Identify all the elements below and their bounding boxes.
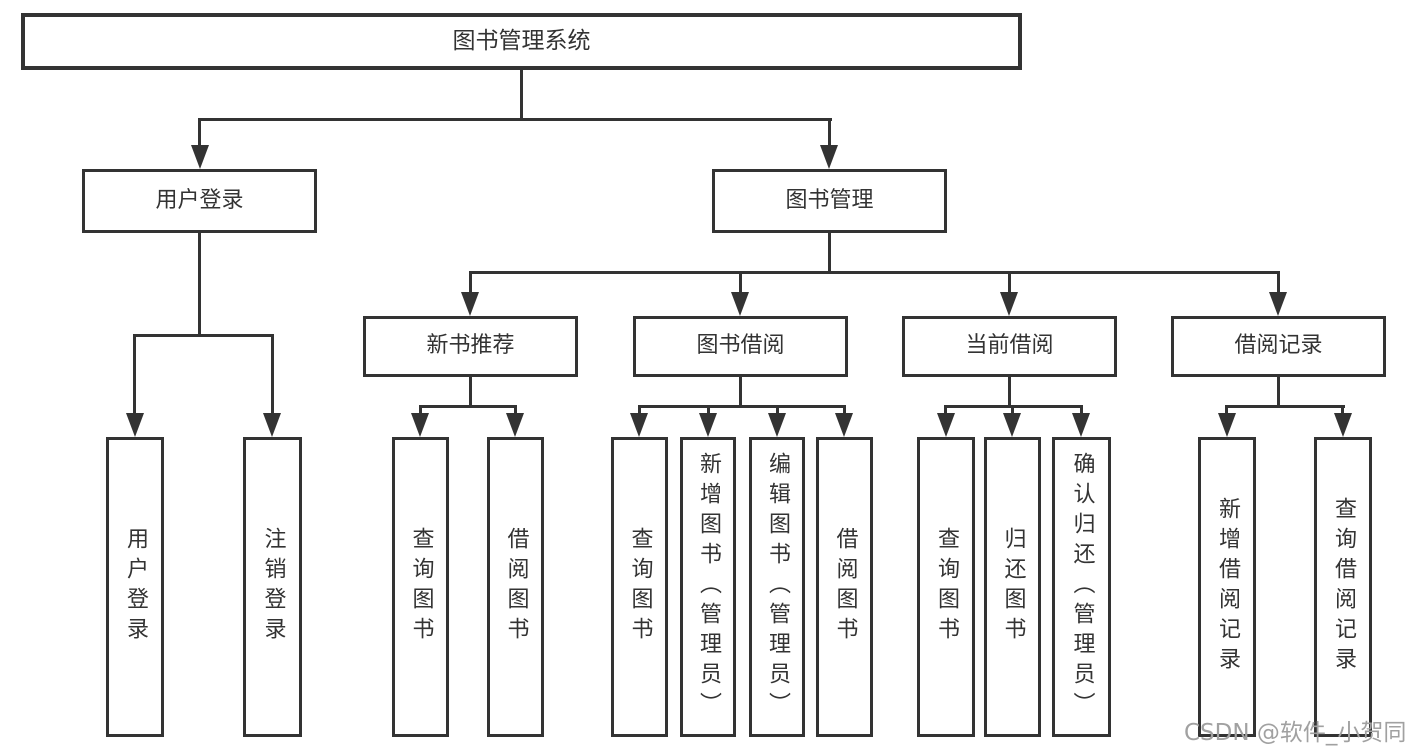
- arrow-down-icon: [191, 145, 209, 169]
- arrow-down-icon: [1000, 292, 1018, 316]
- arrow-down-icon: [506, 413, 524, 437]
- arrow-down-icon: [937, 413, 955, 437]
- connector-line: [739, 377, 742, 406]
- connector-line: [1225, 406, 1228, 415]
- connector-line: [198, 118, 832, 121]
- leaf-edit-books-admin: 编辑图书（管理员）: [749, 437, 805, 737]
- arrow-down-icon: [1218, 413, 1236, 437]
- connector-line: [739, 272, 742, 294]
- connector-line: [469, 377, 472, 406]
- arrow-down-icon: [699, 413, 717, 437]
- leaf-logout: 注销登录: [243, 437, 302, 737]
- connector-line: [198, 119, 201, 148]
- arrow-down-icon: [835, 413, 853, 437]
- leaf-query-books-recommend: 查询图书: [392, 437, 449, 737]
- arrow-down-icon: [1334, 413, 1352, 437]
- connector-line: [469, 271, 1280, 274]
- connector-line: [1277, 272, 1280, 294]
- arrow-down-icon: [411, 413, 429, 437]
- leaf-borrow-books-recommend: 借阅图书: [487, 437, 544, 737]
- leaf-add-borrow-record: 新增借阅记录: [1198, 437, 1256, 737]
- arrow-down-icon: [820, 145, 838, 169]
- arrow-down-icon: [1003, 413, 1021, 437]
- connector-line: [1080, 406, 1083, 415]
- arrow-down-icon: [731, 292, 749, 316]
- arrow-down-icon: [126, 413, 144, 437]
- connector-line: [520, 69, 523, 120]
- node-book-management: 图书管理: [712, 169, 947, 233]
- csdn-watermark: CSDN @软件_小贺同学: [1184, 720, 1405, 746]
- connector-line: [1225, 405, 1345, 408]
- connector-line: [271, 335, 274, 415]
- arrow-down-icon: [461, 292, 479, 316]
- connector-line: [419, 405, 517, 408]
- leaf-add-books-admin: 新增图书（管理员）: [680, 437, 736, 737]
- leaf-query-borrow-record: 查询借阅记录: [1314, 437, 1372, 737]
- node-new-book-recommend: 新书推荐: [363, 316, 578, 377]
- connector-line: [707, 406, 710, 415]
- connector-line: [638, 405, 846, 408]
- leaf-borrow-books-borrowing: 借阅图书: [816, 437, 873, 737]
- arrow-down-icon: [1269, 292, 1287, 316]
- connector-line: [776, 406, 779, 415]
- leaf-return-books: 归还图书: [984, 437, 1041, 737]
- connector-line: [1011, 406, 1014, 415]
- connector-line: [1008, 272, 1011, 294]
- arrow-down-icon: [263, 413, 281, 437]
- node-current-borrowing: 当前借阅: [902, 316, 1117, 377]
- leaf-query-books-borrowing: 查询图书: [611, 437, 668, 737]
- connector-line: [469, 272, 472, 294]
- leaf-user-login: 用户登录: [106, 437, 164, 737]
- connector-line: [1277, 377, 1280, 406]
- connector-line: [133, 334, 274, 337]
- connector-line: [638, 406, 641, 415]
- connector-line: [198, 233, 201, 336]
- arrow-down-icon: [768, 413, 786, 437]
- leaf-confirm-return-admin: 确认归还（管理员）: [1052, 437, 1111, 737]
- arrow-down-icon: [1072, 413, 1090, 437]
- node-borrowing-records: 借阅记录: [1171, 316, 1386, 377]
- connector-line: [133, 335, 136, 415]
- connector-line: [828, 119, 831, 148]
- connector-line: [944, 406, 947, 415]
- node-book-borrowing: 图书借阅: [633, 316, 848, 377]
- connector-line: [828, 233, 831, 273]
- connector-line: [1341, 406, 1344, 415]
- node-user-login: 用户登录: [82, 169, 317, 233]
- connector-line: [514, 406, 517, 415]
- connector-line: [419, 406, 422, 415]
- connector-line: [843, 406, 846, 415]
- connector-line: [1008, 377, 1011, 406]
- leaf-query-books-current: 查询图书: [917, 437, 975, 737]
- arrow-down-icon: [630, 413, 648, 437]
- node-library-management-system: 图书管理系统: [21, 13, 1022, 70]
